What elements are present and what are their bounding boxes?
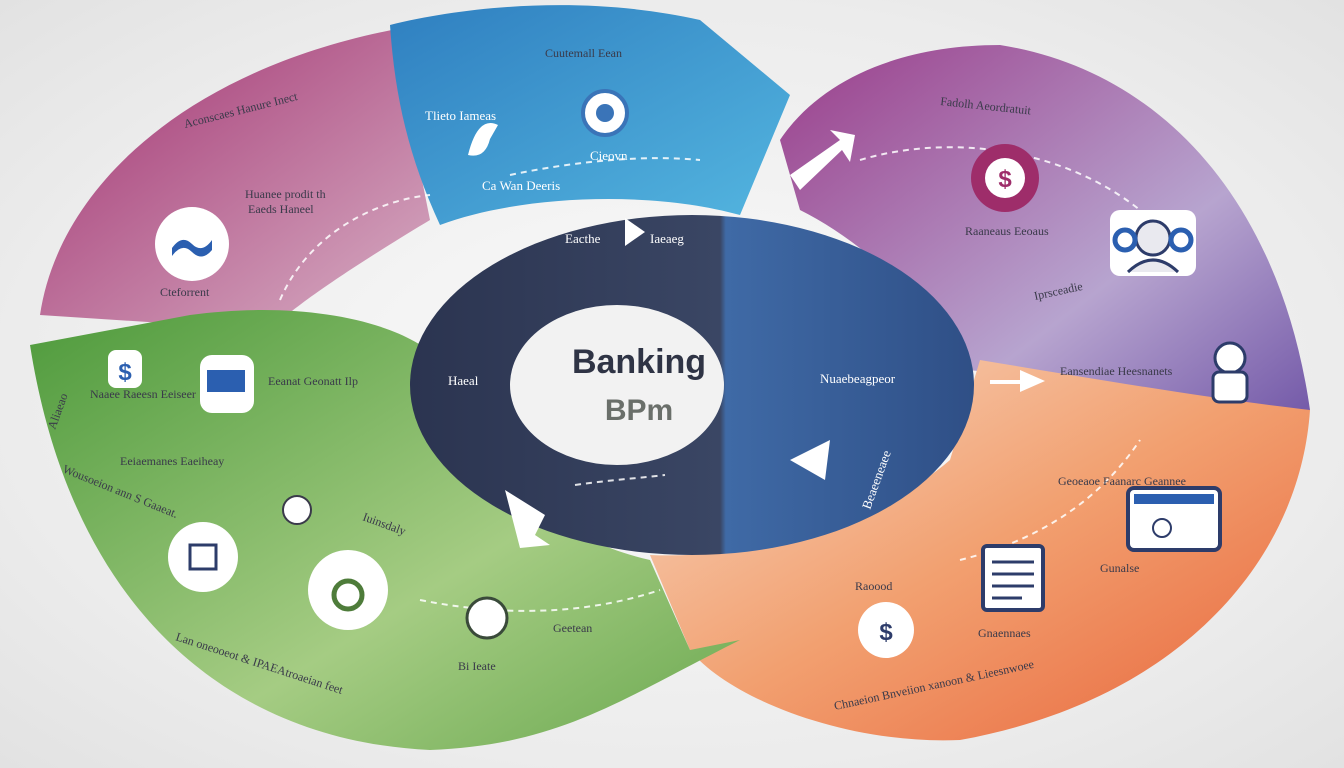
bull-icon (308, 550, 388, 630)
svg-text:$: $ (879, 619, 893, 646)
money-bag-icon: $ (858, 602, 914, 658)
arrow-right (990, 370, 1045, 392)
person-headset-icon (1110, 210, 1196, 276)
svg-text:$: $ (998, 166, 1012, 193)
dollar-shield-icon: $ (108, 350, 142, 388)
label: Tlieto Iameas (425, 108, 496, 123)
dashed-flow-top-left (279, 194, 431, 301)
ring-arrow-right (790, 440, 830, 480)
certificate-icon (1126, 486, 1222, 552)
label: Gnaennaes (978, 626, 1031, 640)
label: Eeiaemanes Eaeiheay (120, 454, 224, 468)
id-card-icon (200, 355, 254, 413)
label: Naaee Raeesn Eeiseer (90, 387, 196, 401)
globe-icon (581, 89, 629, 137)
center-subtitle: BPm (605, 394, 673, 427)
label: Eaeds Haneel (248, 202, 314, 216)
coin-icon (168, 522, 238, 592)
ring-flow-left (574, 474, 666, 486)
label: Geetean (553, 621, 592, 635)
label: Raoood (855, 579, 892, 593)
label: Geoeaoe Faanarc Geannee (1058, 474, 1186, 488)
dashed-flow-bottom-right (959, 439, 1141, 561)
dollar-gear-icon: $ (971, 144, 1039, 212)
segment-top-left (40, 25, 450, 330)
label: Cieovn (590, 148, 628, 163)
segment-right (780, 45, 1310, 455)
label: Bi Ieate (458, 659, 496, 673)
exchange-icon (465, 596, 509, 640)
ring-arrow-top (625, 218, 645, 246)
arrow-top-right (790, 130, 855, 190)
label: Eansendiae Heesnanets (1060, 364, 1173, 378)
ring-label: Iaeaeg (650, 231, 684, 246)
center-hub (510, 305, 724, 465)
segment-bottom-left (30, 310, 740, 750)
label: Eeanat Geonatt Ilp (268, 374, 358, 388)
document-icon (981, 544, 1045, 612)
label: Gunalse (1100, 561, 1139, 575)
ring-label: Nuaebeagpeor (820, 371, 896, 386)
ring-arrow-bottom (505, 490, 550, 548)
label: Raaneaus Eeoaus (965, 224, 1049, 238)
label: Ca Wan Deeris (482, 178, 560, 193)
scroll-icon (282, 495, 312, 525)
dashed-flow-top (509, 157, 701, 176)
segment-title-top: Cuutemall Eean (545, 46, 622, 60)
handshake-icon (155, 207, 229, 281)
center-title: Banking (572, 343, 706, 381)
ring-label: Eacthe (565, 231, 601, 246)
svg-text:$: $ (118, 359, 132, 386)
ring-label: Haeal (448, 373, 479, 388)
label: Huanee prodit th (245, 187, 326, 201)
bird-icon (468, 123, 498, 156)
segment-bottom-right (650, 360, 1310, 741)
label: Cteforrent (160, 285, 210, 299)
dashed-flow-bottom (419, 589, 661, 612)
banker-icon (1211, 341, 1249, 404)
